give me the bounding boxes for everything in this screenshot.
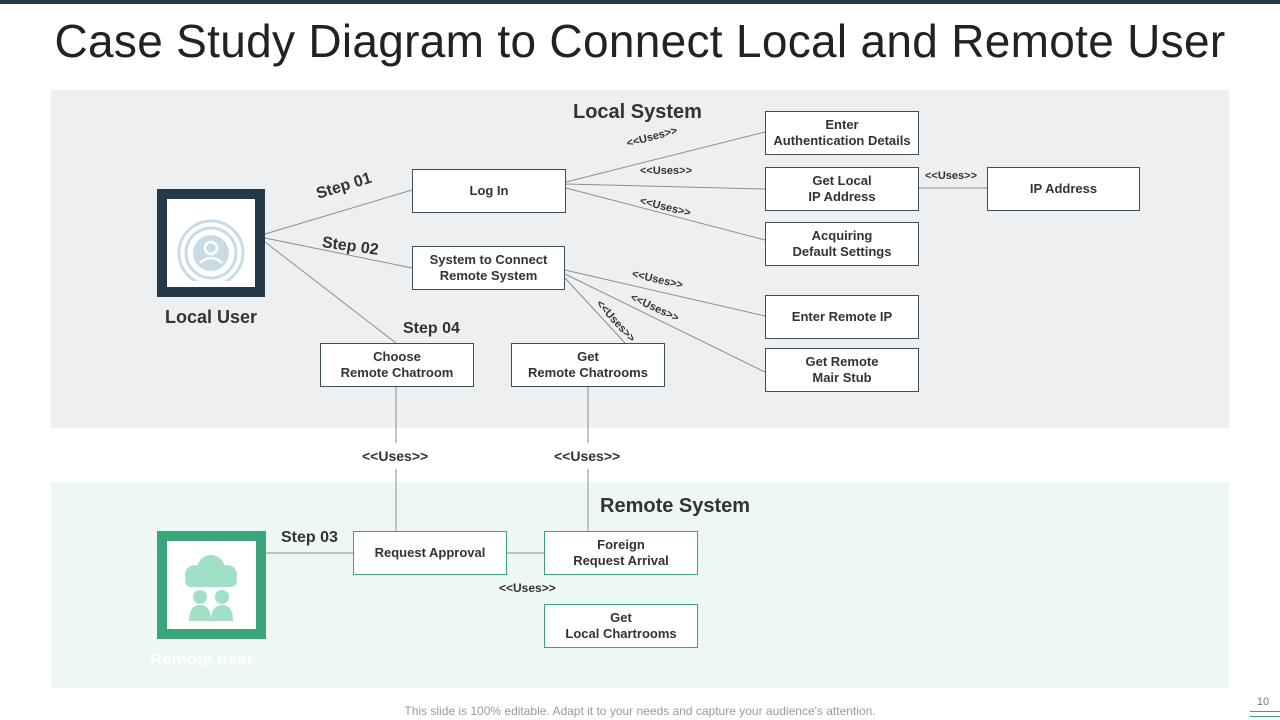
uses-label-approval: <<Uses>> <box>362 448 429 464</box>
request-approval-box: Request Approval <box>353 531 507 575</box>
uses-label-ipaddress: <<Uses>> <box>925 170 977 182</box>
line-login-localip <box>565 183 766 190</box>
local-user-label: Local User <box>165 307 258 327</box>
remote-user-label: Remote user <box>150 650 253 669</box>
foreign-request-arrival-box: Foreign Request Arrival <box>544 531 698 575</box>
uses-label-foreign: <<Uses>> <box>554 448 621 464</box>
local-system-title: Local System <box>573 101 702 123</box>
cloud-users-icon <box>185 555 237 621</box>
page-number: 10 <box>1256 696 1270 708</box>
page-number-rule-top <box>1250 711 1280 712</box>
enter-authentication-box: Enter Authentication Details <box>765 111 919 155</box>
choose-remote-chatroom-box: Choose Remote Chatroom <box>320 343 474 387</box>
line-actor-connect <box>264 237 413 269</box>
local-user-actor <box>157 189 265 297</box>
step-04-label: Step 04 <box>403 320 460 337</box>
acquiring-default-settings-box: Acquiring Default Settings <box>765 222 919 266</box>
step-03-label: Step 03 <box>281 529 338 546</box>
footer-note: This slide is 100% editable. Adapt it to… <box>404 704 876 718</box>
line-login-auth <box>565 131 766 183</box>
remote-user-actor <box>157 531 266 639</box>
get-remote-chatrooms-box: Get Remote Chatrooms <box>511 343 665 387</box>
uses-label-local-chatrooms: <<Uses>> <box>499 581 556 595</box>
line-connect-remotestub <box>564 273 766 373</box>
page-title: Case Study Diagram to Connect Local and … <box>54 15 1226 67</box>
user-circle-icon <box>171 219 251 287</box>
remote-system-title: Remote System <box>600 495 751 517</box>
line-connect-getchatrooms <box>564 277 626 344</box>
line-connect-remoteip <box>564 269 766 317</box>
line-login-acquiring <box>565 187 766 241</box>
login-box: Log In <box>412 169 566 213</box>
line-actor-login <box>264 189 413 235</box>
ip-address-box: IP Address <box>987 167 1140 211</box>
page-number-rule-bottom <box>1250 716 1280 717</box>
line-actor-choose <box>264 241 397 344</box>
top-accent-bar <box>0 0 1280 4</box>
uses-label-localip: <<Uses>> <box>640 165 692 177</box>
get-remote-stub-box: Get Remote Mair Stub <box>765 348 919 392</box>
get-local-chatrooms-box: Get Local Chartrooms <box>544 604 698 648</box>
connect-remote-system-box: System to Connect Remote System <box>412 246 565 290</box>
get-local-ip-box: Get Local IP Address <box>765 167 919 211</box>
enter-remote-ip-box: Enter Remote IP <box>765 295 919 339</box>
